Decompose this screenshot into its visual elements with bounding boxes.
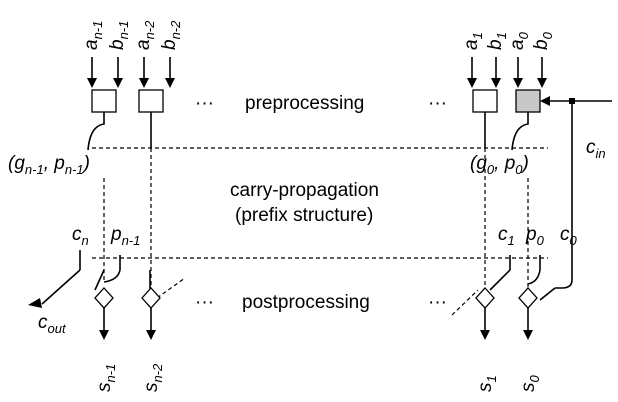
p-0-label: p0 [525, 224, 545, 248]
preprocessing-label: preprocessing [245, 93, 364, 114]
wire-gp-0 [511, 112, 529, 151]
p-n-1-label: pn-1 [110, 224, 140, 248]
output-s-n-2-label: sn-2 [141, 363, 165, 392]
preprocessing-cell-1 [472, 89, 498, 113]
gp-n-1-label: (gn-1, pn-1) [8, 153, 90, 177]
prefix-structure-label: (prefix structure) [235, 205, 373, 226]
postprocessing-cell-n-2 [141, 287, 161, 309]
input-a-n-1-label: an-1 [81, 21, 105, 50]
post-wires-right [451, 255, 541, 316]
postprocessing-cell-1 [475, 287, 495, 309]
preprocessing-cell-n-2 [138, 89, 164, 113]
output-s-1-label: s1 [475, 375, 499, 392]
c-in-label: cin [586, 137, 606, 161]
c-in-wire [539, 96, 612, 301]
output-arrows [99, 308, 533, 340]
gp-0-label: (g0, p0) [470, 153, 529, 177]
input-a-n-2-label: an-2 [133, 20, 157, 50]
ellipsis-pre-left: ··· [195, 93, 214, 114]
postprocessing-label: postprocessing [242, 292, 370, 313]
input-a-1-label: a1 [461, 32, 485, 50]
c-n-label: cn [72, 224, 89, 248]
ellipsis-pre-right: ··· [428, 93, 447, 114]
c-0-label: c0 [560, 224, 578, 248]
output-s-n-1-label: sn-1 [94, 364, 118, 392]
c-out-label: cout [38, 312, 67, 336]
ellipsis-post-right: ··· [428, 292, 447, 313]
input-a-0-label: a0 [507, 31, 531, 50]
input-b-n-2-label: bn-2 [159, 20, 183, 50]
postprocessing-cell-n-1 [94, 287, 114, 309]
input-arrows [87, 57, 547, 88]
output-s-0-label: s0 [518, 375, 542, 393]
input-b-0-label: b0 [531, 31, 555, 50]
output-labels: sn-1 sn-2 s1 s0 [94, 363, 542, 392]
input-b-n-1-label: bn-1 [107, 21, 131, 50]
c-1-label: c1 [498, 224, 515, 248]
carry-propagation-label: carry-propagation [230, 180, 379, 201]
post-wires-left [28, 250, 186, 308]
preprocessing-cell-0 [515, 89, 541, 113]
preprocessing-cell-n-1 [91, 89, 117, 113]
postprocessing-cell-0 [518, 287, 538, 309]
input-labels: an-1 bn-1 an-2 bn-2 a1 b1 a0 b0 [81, 20, 555, 50]
wire-gp-n-1 [87, 112, 105, 151]
input-b-1-label: b1 [485, 32, 509, 50]
ellipsis-post-left: ··· [195, 292, 214, 313]
